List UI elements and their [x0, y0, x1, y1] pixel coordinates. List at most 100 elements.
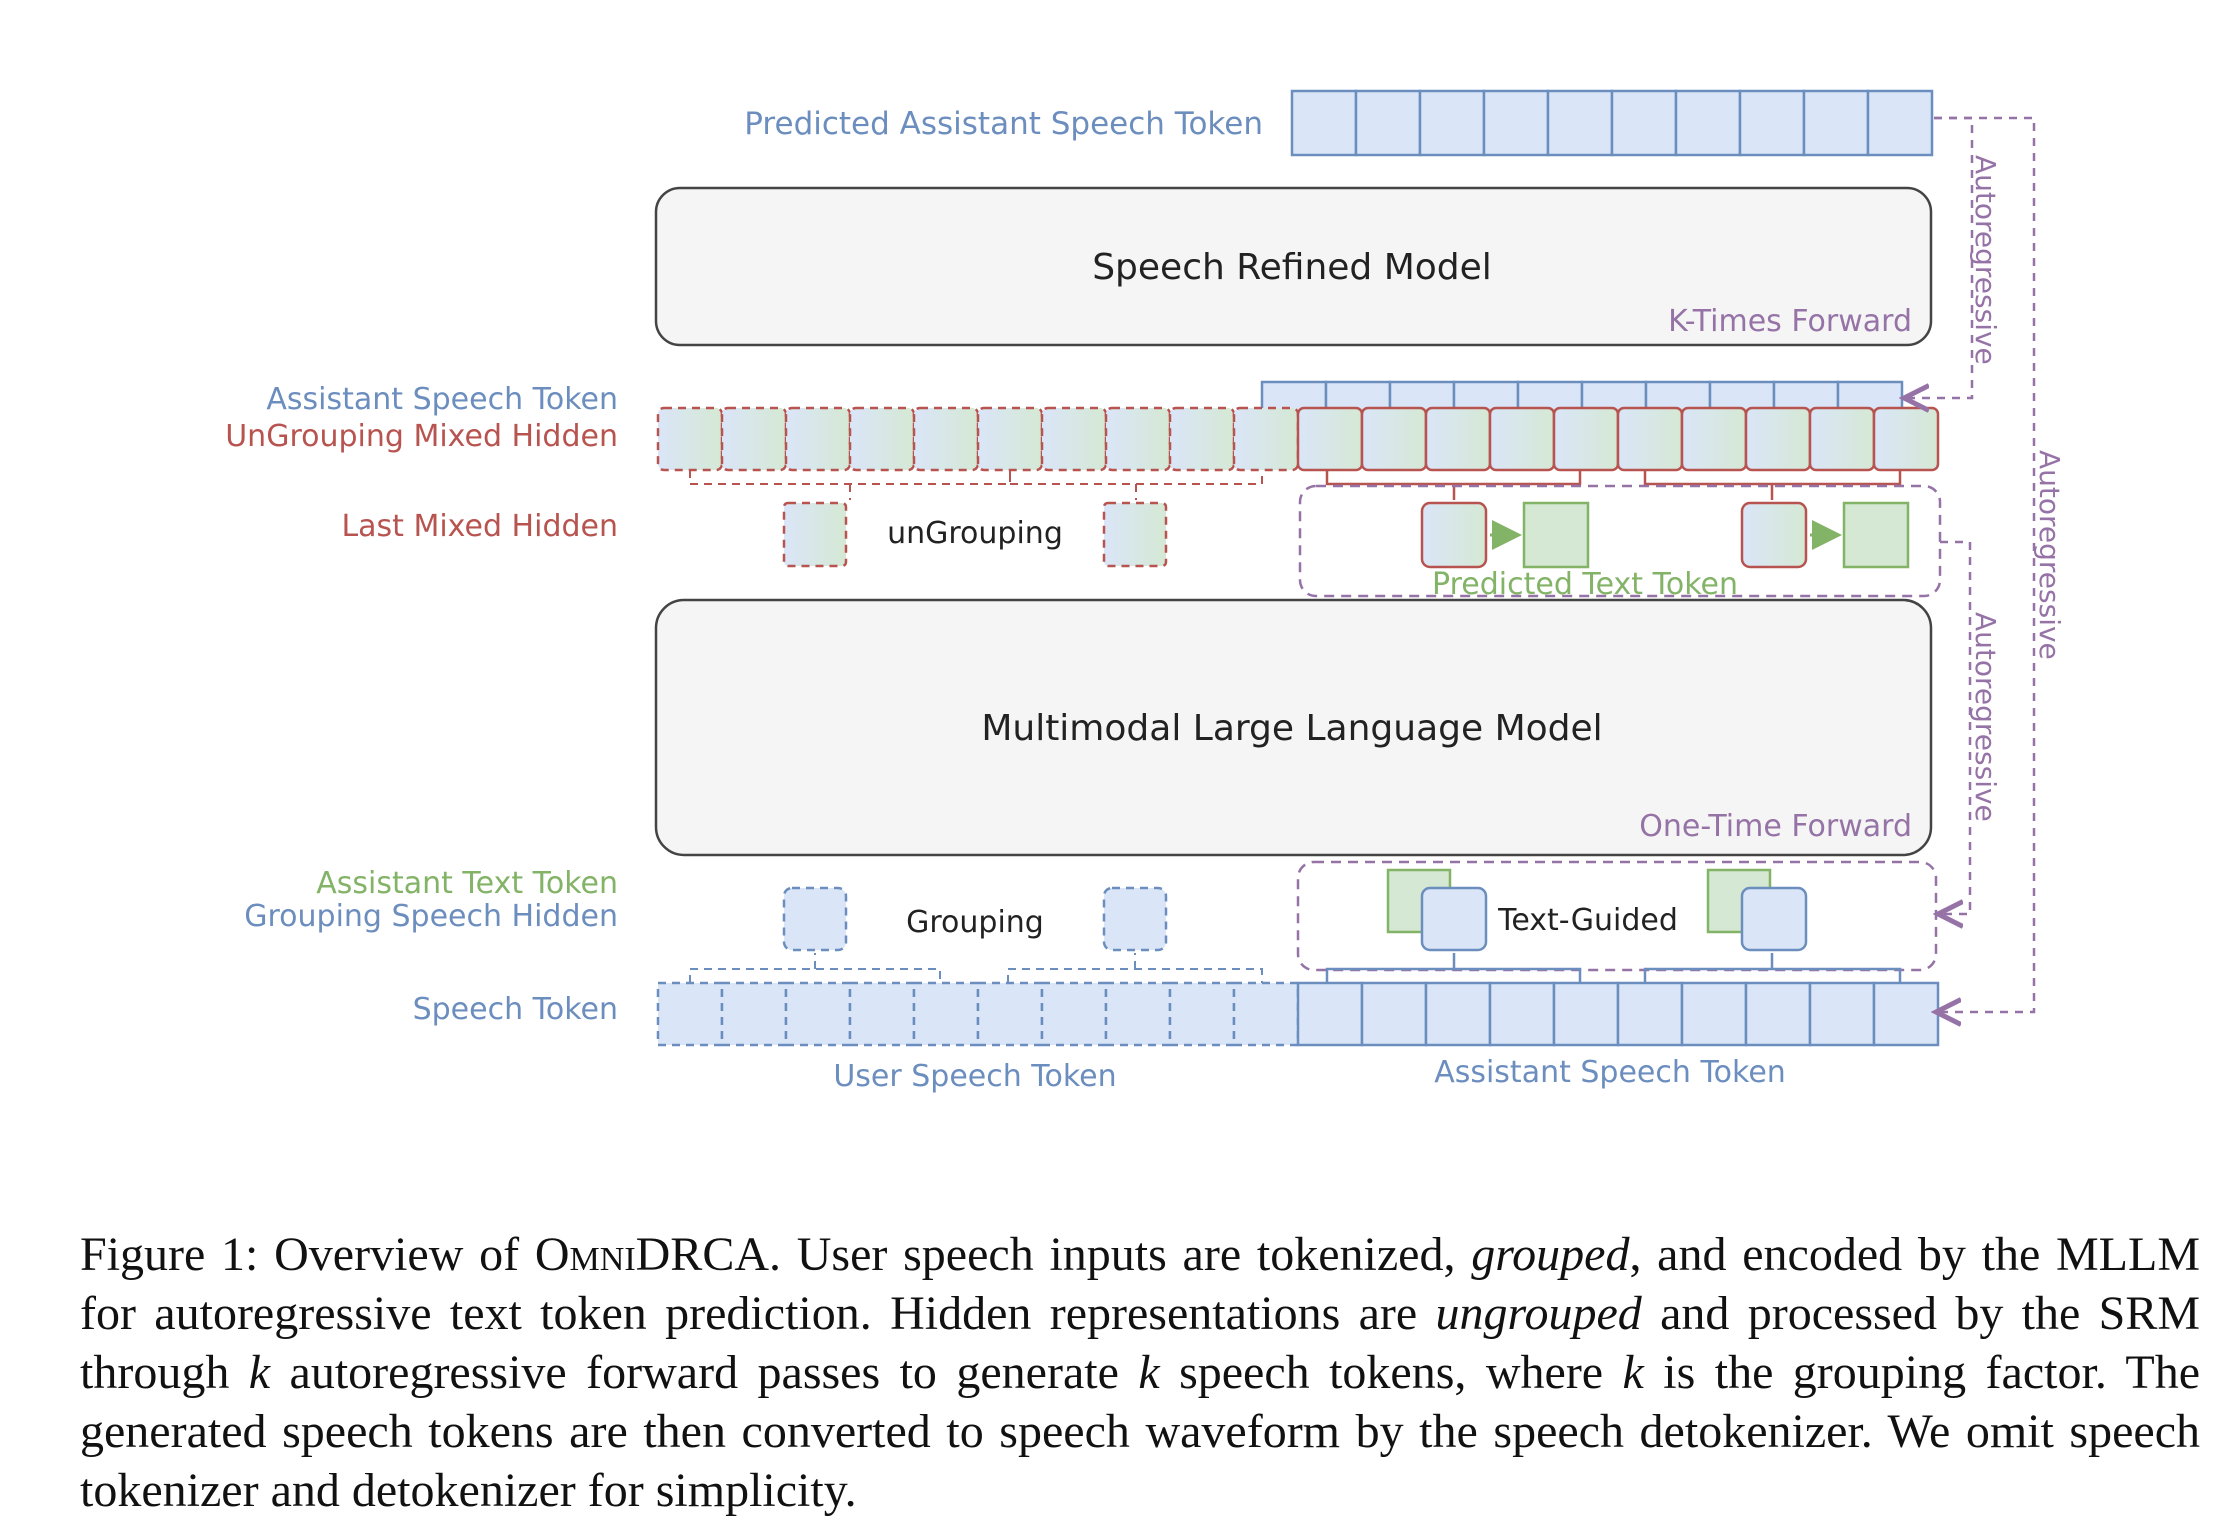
user-mixed-hidden-token [848, 406, 916, 472]
user-speech-token [848, 981, 916, 1047]
predicted-text-token-box-1 [1522, 501, 1590, 569]
user-speech-token [1040, 981, 1108, 1047]
caption-model-name: OmniDRCA [534, 1228, 770, 1281]
speech-token-row [656, 981, 1940, 1047]
user-mixed-hidden-token [720, 406, 788, 472]
assistant-mixed-hidden-token [1424, 406, 1492, 472]
predicted-assistant-speech-token-label: Predicted Assistant Speech Token [744, 106, 1263, 142]
ungroup-brace-2 [1009, 470, 1263, 500]
speech-token-label: Speech Token [413, 992, 618, 1027]
assistant-speech-token [1808, 981, 1876, 1047]
assistant-speech-token [1616, 981, 1684, 1047]
grouping-label: Grouping [906, 905, 1044, 940]
caption-k-2: k [1138, 1346, 1160, 1399]
user-speech-token [1168, 981, 1236, 1047]
assistant-speech-token [1552, 981, 1620, 1047]
user-mixed-hidden-token [784, 406, 852, 472]
caption-grouped: grouped [1471, 1228, 1630, 1281]
user-speech-token [976, 981, 1044, 1047]
predicted-text-token-box-2 [1842, 501, 1910, 569]
predicted-assistant-speech-token [1546, 89, 1614, 157]
user-mixed-hidden-token [976, 406, 1044, 472]
assistant-mixed-hidden-token [1616, 406, 1684, 472]
assistant-mixed-hidden-token [1296, 406, 1364, 472]
autoregressive-label-1: Autoregressive [1969, 155, 2002, 365]
assistant-speech-token [1488, 981, 1556, 1047]
user-mixed-hidden-token [1104, 406, 1172, 472]
last-mixed-hidden-box-2 [1102, 501, 1168, 568]
predicted-assistant-speech-token [1482, 89, 1550, 157]
text-guided-label: Text-Guided [1497, 903, 1678, 938]
user-speech-token [912, 981, 980, 1047]
caption-part-2: , and encoded by the MLLM for autoregres… [80, 1228, 2201, 1340]
assistant-mixed-hidden-token [1872, 406, 1940, 472]
user-mixed-hidden-token [1232, 406, 1300, 472]
assistant-mixed-hidden-token [1808, 406, 1876, 472]
assistant-speech-token [1424, 981, 1492, 1047]
assistant-mixed-hidden-token [1360, 406, 1428, 472]
last-mixed-hidden-box-3 [1420, 501, 1488, 569]
group-brace-4 [1643, 953, 1902, 983]
grouping-speech-hidden-box-4 [1740, 886, 1808, 952]
caption-part-3: and processed by the SRM through [80, 1287, 2201, 1399]
caption-part-5: speech tokens, where [1159, 1346, 1623, 1399]
predicted-assistant-speech-token [1354, 89, 1422, 157]
ungrouping-mixed-hidden-row [656, 406, 1940, 472]
mixed-brace-4 [1643, 470, 1902, 500]
user-speech-token-label: User Speech Token [833, 1059, 1116, 1094]
speech-refined-model-box [654, 186, 1933, 347]
user-speech-token [1104, 981, 1172, 1047]
predicted-assistant-speech-token [1674, 89, 1742, 157]
caption-k-1: k [248, 1346, 271, 1399]
user-speech-token [784, 981, 852, 1047]
predicted-assistant-speech-token-row [1290, 89, 1934, 157]
predicted-assistant-speech-token [1418, 89, 1486, 157]
assistant-speech-token [1360, 981, 1428, 1047]
assistant-speech-token [1872, 981, 1940, 1047]
caption-part-6: is the grouping factor. The generated sp… [80, 1346, 2201, 1517]
grouping-speech-hidden-box-2 [1102, 886, 1168, 952]
user-speech-token [656, 981, 724, 1047]
group-brace-1 [689, 953, 941, 983]
grouping-speech-hidden-box-1 [782, 886, 848, 952]
ungrouping-label: unGrouping [887, 516, 1063, 551]
assistant-mixed-hidden-token [1744, 406, 1812, 472]
autoregressive-loop-outer [1934, 116, 2036, 1012]
user-mixed-hidden-token [912, 406, 980, 472]
architecture-diagram: Predicted Assistant Speech Token Speech … [225, 89, 2066, 1094]
user-mixed-hidden-token [1168, 406, 1236, 472]
figure-caption: Figure 1: Overview of OmniDRCA. User spe… [80, 1225, 2200, 1520]
assistant-speech-token [1744, 981, 1812, 1047]
grouping-speech-hidden-label: Grouping Speech Hidden [244, 899, 618, 934]
autoregressive-loop-middle [1938, 540, 1972, 914]
mllm-title: Multimodal Large Language Model [981, 708, 1602, 749]
caption-k-3: k [1622, 1346, 1644, 1399]
predicted-assistant-speech-token [1290, 89, 1358, 157]
ungroup-brace-1 [689, 470, 1011, 500]
predicted-assistant-speech-token [1610, 89, 1678, 157]
user-speech-token [1232, 981, 1300, 1047]
assistant-text-token-label: Assistant Text Token [316, 866, 618, 901]
grouping-speech-hidden-box-3 [1420, 886, 1488, 952]
last-mixed-hidden-label: Last Mixed Hidden [341, 509, 618, 544]
assistant-speech-token-bottom-label: Assistant Speech Token [1434, 1055, 1786, 1090]
caption-prefix: Figure 1: Overview of [80, 1228, 535, 1281]
last-mixed-hidden-box-4 [1740, 501, 1808, 569]
predicted-assistant-speech-token [1738, 89, 1806, 157]
assistant-mixed-hidden-token [1552, 406, 1620, 472]
assistant-speech-token-label: Assistant Speech Token [266, 382, 618, 417]
group-brace-3 [1325, 953, 1582, 983]
user-speech-token [720, 981, 788, 1047]
ungrouping-mixed-hidden-label: UnGrouping Mixed Hidden [225, 419, 618, 454]
caption-part-4: autoregressive forward passes to generat… [270, 1346, 1139, 1399]
assistant-speech-token [1296, 981, 1364, 1047]
caption-part-1: . User speech inputs are tokenized, [769, 1228, 1472, 1281]
predicted-assistant-speech-token [1802, 89, 1870, 157]
autoregressive-label-2: Autoregressive [2033, 450, 2066, 660]
assistant-mixed-hidden-token [1680, 406, 1748, 472]
one-time-forward-label: One-Time Forward [1639, 809, 1912, 844]
k-times-forward-label: K-Times Forward [1668, 304, 1912, 339]
speech-refined-model-title: Speech Refined Model [1092, 247, 1492, 288]
assistant-mixed-hidden-token [1488, 406, 1556, 472]
caption-ungrouped: ungrouped [1435, 1287, 1642, 1340]
